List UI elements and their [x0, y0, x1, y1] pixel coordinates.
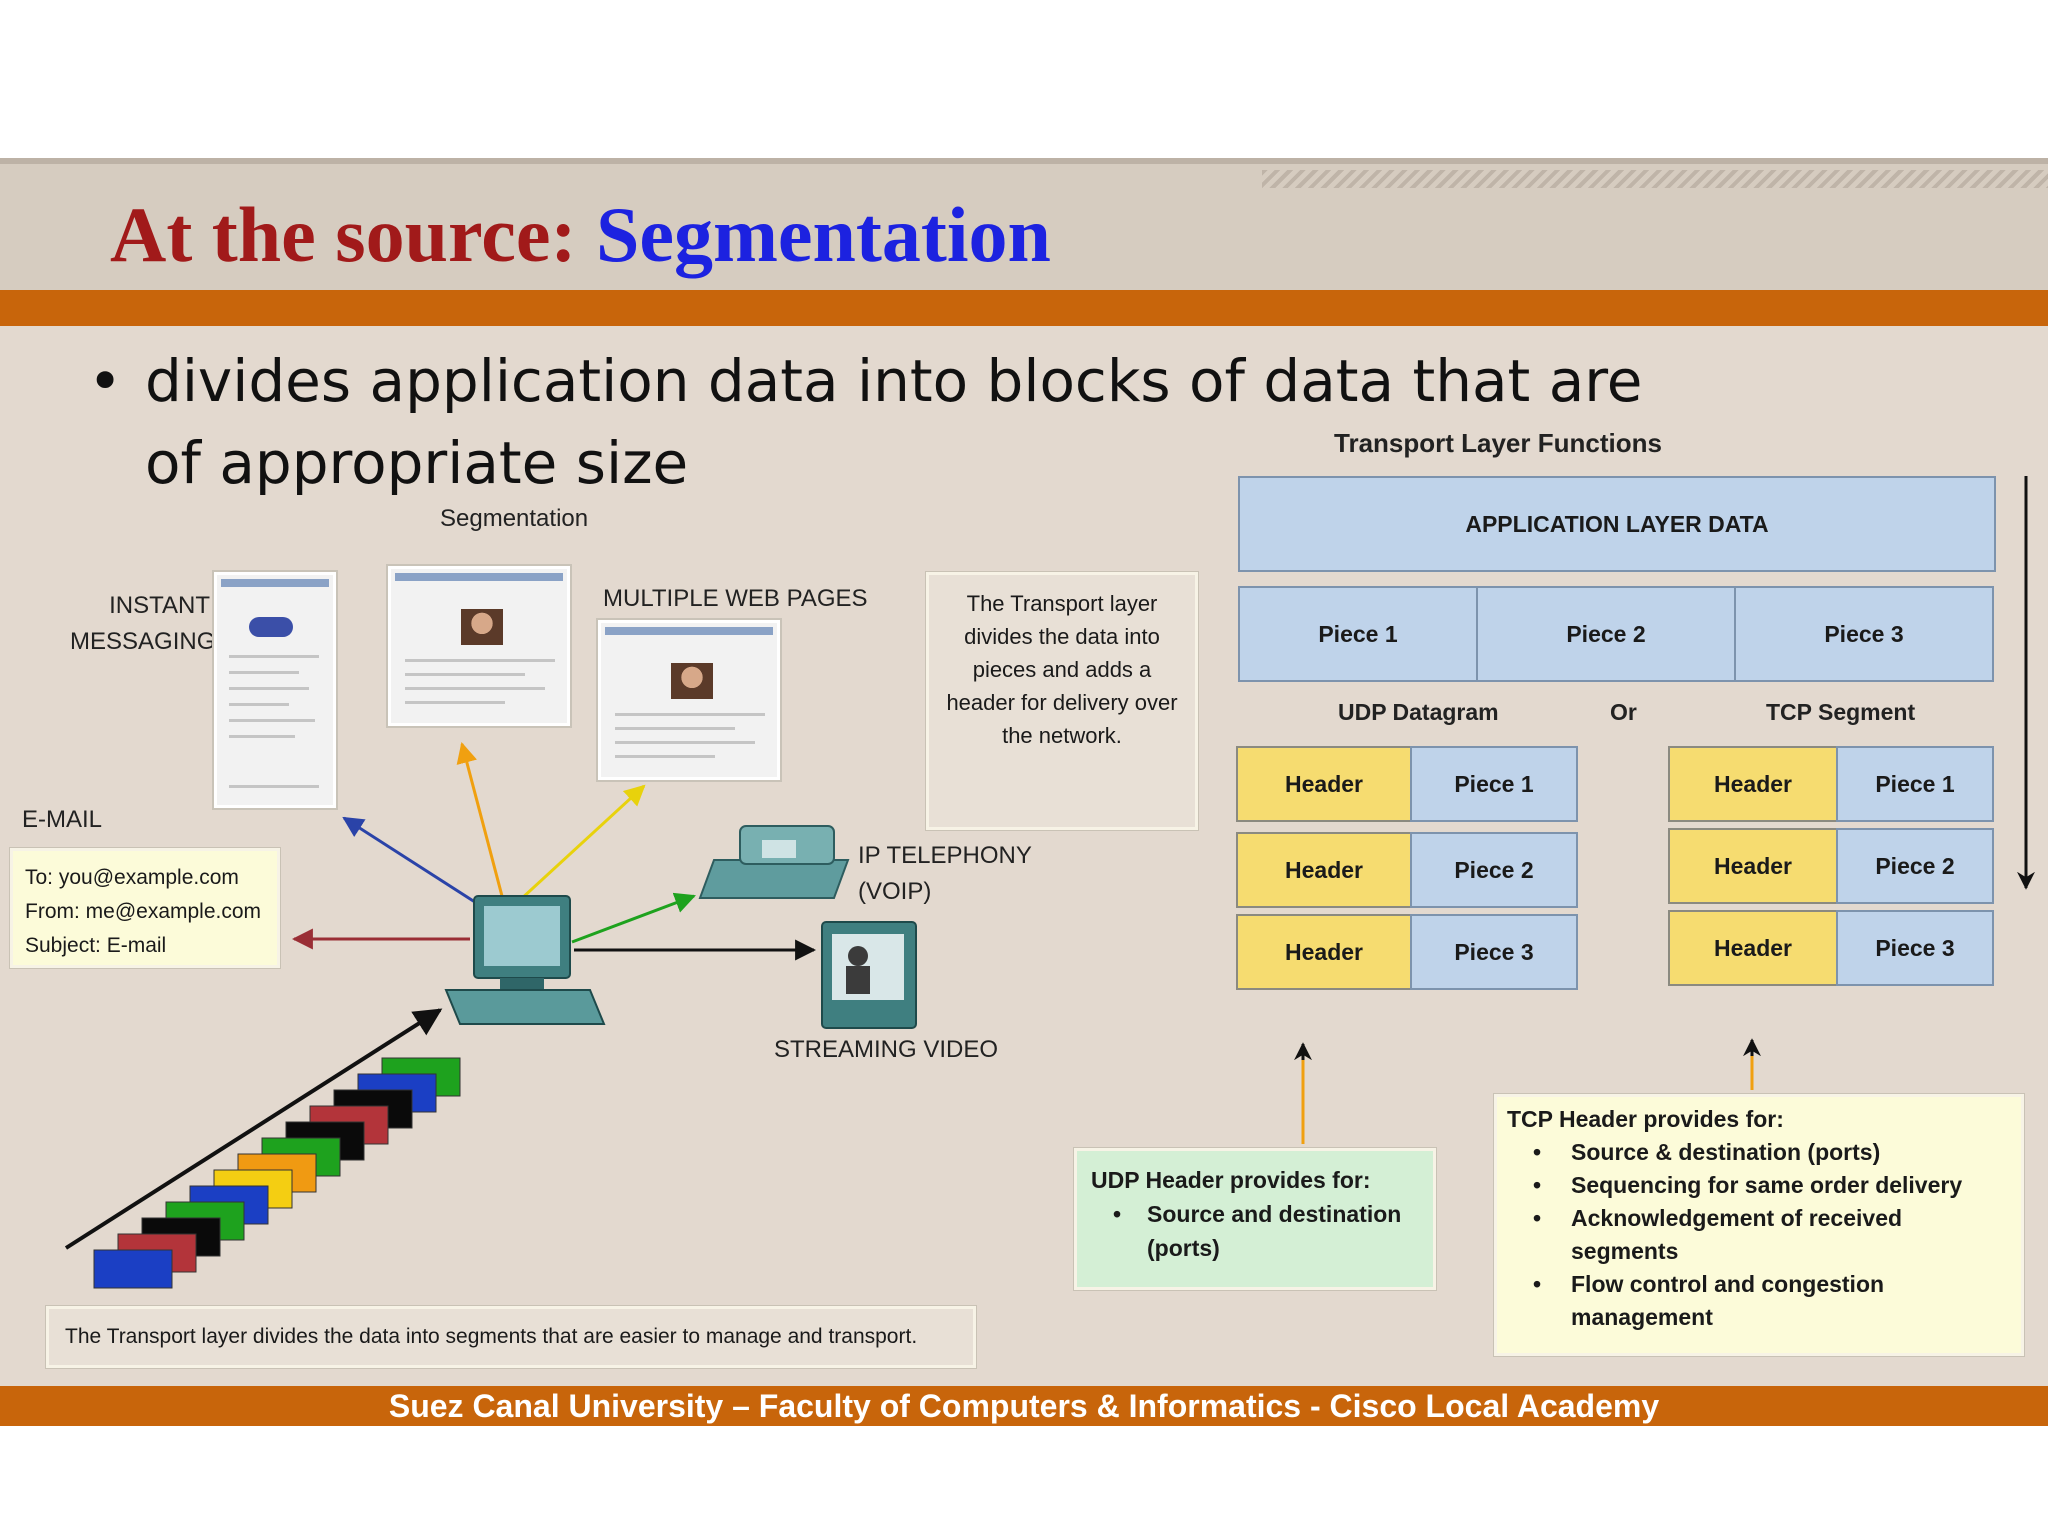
- email-label: E-MAIL: [22, 806, 103, 833]
- email-subject: Subject: E-mail: [25, 934, 167, 957]
- tcp-note-item-text: Acknowledgement of received segments: [1571, 1205, 1903, 1264]
- text-line: [615, 755, 715, 758]
- transport-functions-heading: Transport Layer Functions: [1334, 428, 1662, 458]
- tcp-piece-1: Piece 1: [1836, 746, 1994, 822]
- arrow-to-web-page-1: [456, 741, 504, 897]
- udp-note-title: UDP Header provides for:: [1091, 1167, 1371, 1193]
- tcp-note-item-text: Sequencing for same order delivery: [1571, 1172, 1963, 1198]
- tcp-header-2: Header: [1668, 828, 1838, 904]
- window-titlebar: [605, 627, 773, 635]
- udp-note-item-text: Source and destination (ports): [1147, 1201, 1402, 1261]
- tcp-note-item-text: Source & destination (ports): [1571, 1139, 1881, 1165]
- text-line: [615, 713, 765, 716]
- tcp-header-1: Header: [1668, 746, 1838, 822]
- video-monitor-icon: [821, 921, 917, 1029]
- title-highlight: Segmentation: [595, 191, 1051, 278]
- text-line: [229, 735, 295, 738]
- portrait-image: [461, 609, 503, 645]
- data-segments: [93, 1057, 461, 1289]
- bullet-marker: •: [88, 347, 123, 415]
- segmentation-caption: The Transport layer divides the data int…: [46, 1306, 976, 1368]
- tcp-note-item-text: Flow control and congestion management: [1571, 1271, 1885, 1330]
- udp-piece-2: Piece 2: [1410, 832, 1578, 908]
- instant-messaging-label: INSTANT MESSAGING: [70, 592, 216, 655]
- bullet-marker: •: [1113, 1201, 1122, 1227]
- email-from: From: me@example.com: [25, 900, 262, 923]
- instant-messaging-window: [214, 572, 336, 808]
- udp-header-3: Header: [1236, 914, 1412, 990]
- tcp-piece-2: Piece 2: [1836, 828, 1994, 904]
- arrow-to-ip-telephony: [571, 892, 696, 944]
- or-label: Or: [1610, 699, 1637, 725]
- tcp-note-item: • Acknowledgement of received segments: [1507, 1202, 2011, 1268]
- text-line: [229, 671, 299, 674]
- top-rule: [0, 158, 2048, 164]
- window-titlebar: [395, 573, 563, 581]
- bullet-marker: •: [1533, 1139, 1542, 1165]
- title-prefix: At the source:: [110, 191, 596, 278]
- web-page-window-1: [388, 566, 570, 726]
- arrow-to-instant-messaging: [342, 816, 479, 906]
- piece-3-block: Piece 3: [1734, 586, 1994, 682]
- window-titlebar: [221, 579, 329, 587]
- transport-callout: The Transport layer divides the data int…: [926, 572, 1198, 830]
- arrow-segments-into-pc: [64, 1008, 443, 1250]
- udp-piece-3: Piece 3: [1410, 914, 1578, 990]
- udp-header-note: UDP Header provides for: • Source and de…: [1074, 1148, 1436, 1290]
- segmentation-heading: Segmentation: [440, 505, 589, 532]
- udp-piece-1: Piece 1: [1410, 746, 1578, 822]
- title-underline-bar: [0, 290, 2048, 326]
- text-line: [615, 727, 735, 730]
- tcp-note-title: TCP Header provides for:: [1507, 1106, 1784, 1132]
- multiple-web-pages-label: MULTIPLE WEB PAGES: [603, 585, 868, 612]
- udp-note-item: • Source and destination (ports): [1091, 1197, 1419, 1265]
- text-line: [405, 687, 545, 690]
- streaming-video-label: STREAMING VIDEO: [774, 1036, 999, 1063]
- text-line: [229, 655, 319, 658]
- text-line: [615, 741, 755, 744]
- text-line: [229, 719, 315, 722]
- text-line: [405, 673, 525, 676]
- email-to: To: you@example.com: [25, 866, 239, 889]
- udp-datagram-label: UDP Datagram: [1338, 699, 1499, 725]
- application-layer-data-block: APPLICATION LAYER DATA: [1238, 476, 1996, 572]
- text-line: [229, 703, 289, 706]
- text-line: [405, 701, 505, 704]
- tcp-segment-label: TCP Segment: [1766, 699, 1916, 725]
- bullet-marker: •: [1533, 1205, 1542, 1231]
- web-page-window-2: [598, 620, 780, 780]
- tcp-note-item: • Flow control and congestion management: [1507, 1268, 2011, 1334]
- footer-bar: Suez Canal University – Faculty of Compu…: [0, 1386, 2048, 1426]
- bullet-marker: •: [1533, 1271, 1542, 1297]
- email-message: To: you@example.com From: me@example.com…: [10, 848, 280, 968]
- im-logo-icon: [249, 617, 293, 637]
- slide-title: At the source: Segmentation: [110, 190, 1051, 280]
- udp-header-1: Header: [1236, 746, 1412, 822]
- piece-1-block: Piece 1: [1238, 586, 1478, 682]
- tcp-note-item: • Sequencing for same order delivery: [1507, 1169, 2011, 1202]
- text-line: [229, 785, 319, 788]
- tcp-note-item: • Source & destination (ports): [1507, 1136, 2011, 1169]
- computer-icon: [444, 895, 606, 1025]
- udp-header-2: Header: [1236, 832, 1412, 908]
- hatch-decoration: [1262, 170, 2048, 188]
- tcp-header-note: TCP Header provides for: • Source & dest…: [1494, 1094, 2024, 1356]
- tcp-piece-3: Piece 3: [1836, 910, 1994, 986]
- portrait-image: [671, 663, 713, 699]
- ip-phone-icon: [698, 825, 850, 899]
- text-line: [405, 659, 555, 662]
- text-line: [229, 687, 309, 690]
- bullet-text: divides application data into blocks of …: [145, 347, 1643, 497]
- ip-telephony-label: IP TELEPHONY (VOIP): [858, 842, 1032, 905]
- arrow-to-web-page-2: [518, 784, 646, 902]
- bullet-marker: •: [1533, 1172, 1542, 1198]
- data-segment-block: [93, 1249, 173, 1289]
